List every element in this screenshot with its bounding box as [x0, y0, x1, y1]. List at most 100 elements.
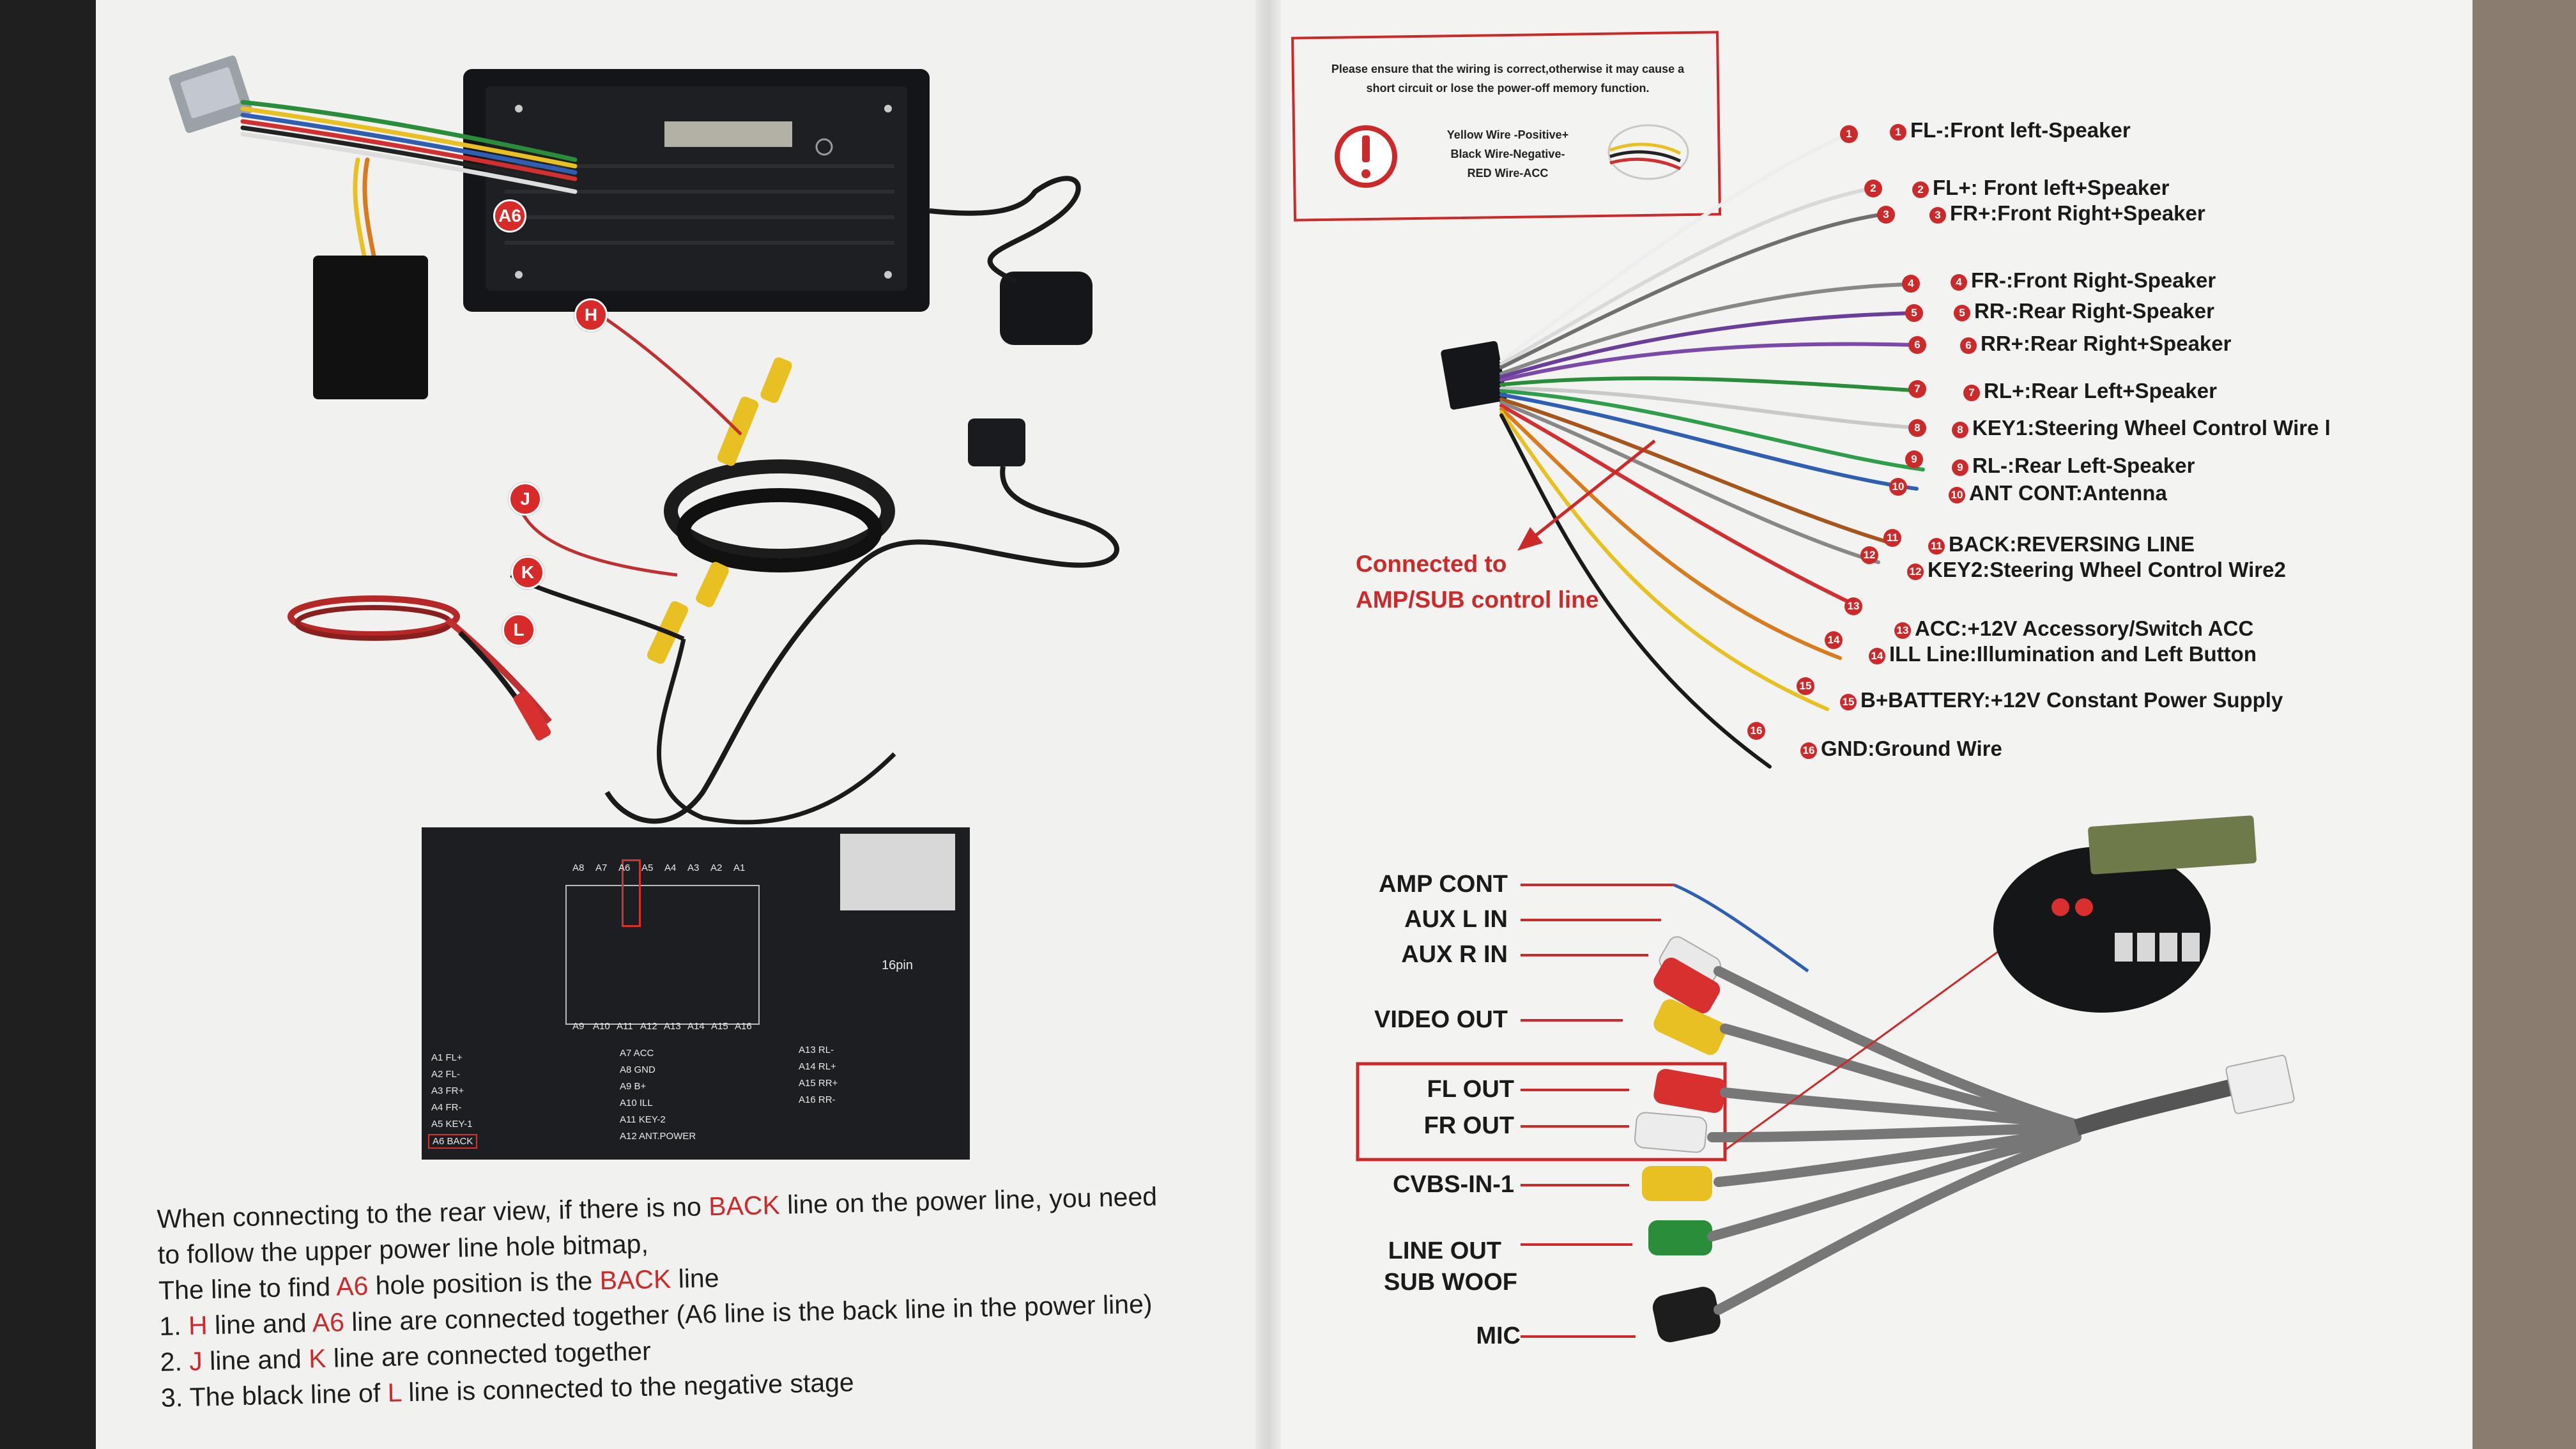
legend-label: GND:Ground Wire [1821, 737, 2002, 760]
legend-number: 16 [1800, 742, 1817, 759]
warning-yellow: Yellow Wire -Positive+ [1446, 128, 1569, 141]
connector-photo [840, 834, 955, 910]
legend-label: BACK:REVERSING LINE [1949, 532, 2195, 556]
legend-label: ANT CONT:Antenna [1969, 481, 2167, 505]
legend-number: 12 [1907, 564, 1924, 580]
pin-list-a15: A15 RR+ [799, 1078, 838, 1089]
pin-bottom-6: A15 [711, 1021, 728, 1032]
callout-h: H [574, 298, 608, 332]
legend-label: FL+: Front left+Speaker [1933, 176, 2170, 199]
instructions: When connecting to the rear view, if the… [157, 1176, 1247, 1415]
wire-end-num: 2 [1864, 180, 1882, 197]
legend-number: 13 [1894, 622, 1911, 639]
text-segment: line and [207, 1308, 313, 1340]
pin-list-a9: A9 B+ [620, 1081, 647, 1092]
pin-grid-outline [565, 885, 760, 1025]
legend-number: 2 [1912, 181, 1929, 198]
legend-label: RR-:Rear Right-Speaker [1974, 299, 2214, 323]
legend-number: 6 [1960, 337, 1977, 354]
pin-top-1: A7 [595, 862, 608, 873]
pin-list-a6: A6 BACK [428, 1134, 478, 1149]
pin-top-7: A1 [733, 862, 746, 873]
legend-number: 3 [1929, 207, 1946, 224]
pin-list-a12: A12 ANT.POWER [620, 1131, 696, 1142]
pin-list-a16: A16 RR- [799, 1094, 836, 1105]
legend-number: 7 [1963, 385, 1980, 401]
text-segment: line are connected together [325, 1336, 652, 1374]
k-keyword: K [308, 1344, 327, 1374]
rca-label-video-out: VIDEO OUT [1374, 1006, 1508, 1033]
legend-number: 10 [1949, 487, 1965, 503]
legend-number: 5 [1954, 305, 1970, 321]
text-segment: 3. The black line of [160, 1377, 388, 1413]
legend-label: ACC:+12V Accessory/Switch ACC [1915, 617, 2254, 640]
pin-diagram: A8 A7 A6 A5 A4 A3 A2 A1 A9 A10 A11 A12 A… [422, 827, 970, 1160]
a6-keyword: A6 [312, 1307, 345, 1338]
right-page [1265, 0, 2479, 1449]
rca-label-line-out: LINE OUT [1388, 1238, 1501, 1264]
wire-end-num: 6 [1908, 336, 1926, 354]
pin-list-a2: A2 FL- [431, 1069, 461, 1080]
amp-sub-note: Connected to AMP/SUB control line [1356, 546, 1598, 618]
pin-list-a13: A13 RL- [799, 1045, 834, 1055]
callout-k: K [511, 556, 544, 589]
text-segment: line and [202, 1344, 309, 1376]
rca-label-cvbs-in-1: CVBS-IN-1 [1392, 1171, 1514, 1198]
legend-number: 4 [1951, 274, 1967, 291]
pin-list-a10: A10 ILL [620, 1098, 653, 1108]
amp-board [1993, 847, 2211, 1013]
rca-label-aux-l-in: AUX L IN [1404, 906, 1508, 933]
pin-top-4: A4 [664, 862, 677, 873]
pin-list-a4: A4 FR- [431, 1102, 462, 1113]
legend-number: 14 [1869, 648, 1885, 664]
callout-l: L [502, 613, 535, 647]
warning-box [1291, 31, 1721, 222]
pin-bottom-1: A10 [593, 1021, 610, 1032]
pin-bottom-7: A16 [735, 1021, 752, 1032]
warning-red: RED Wire-ACC [1467, 167, 1549, 180]
amp-note-line-1: Connected to [1356, 551, 1507, 577]
wire-end-num: 11 [1883, 529, 1901, 547]
legend-label: FL-:Front left-Speaker [1910, 118, 2131, 142]
wire-end-num: 7 [1908, 380, 1926, 398]
pin-bottom-4: A13 [664, 1021, 681, 1032]
wire-end-num: 16 [1747, 722, 1765, 740]
pin-bottom-3: A12 [640, 1021, 657, 1032]
l-keyword: L [387, 1377, 402, 1407]
back-keyword: BACK [708, 1190, 781, 1222]
text-segment: line [670, 1263, 719, 1294]
pin-list-a1: A1 FL+ [431, 1052, 463, 1063]
callout-a6: A6 [493, 199, 526, 233]
a6-keyword: A6 [335, 1271, 369, 1301]
pin-top-5: A3 [687, 862, 700, 873]
text-segment: 2. [160, 1346, 190, 1377]
pin-top-0: A8 [572, 862, 585, 873]
legend-label: RL+:Rear Left+Speaker [1984, 379, 2217, 402]
text-segment: hole position is the [367, 1266, 601, 1301]
pin-top-2: A6 [618, 862, 631, 873]
rca-label-fl-out: FL OUT [1427, 1076, 1514, 1103]
pin-list-a8: A8 GND [620, 1064, 656, 1075]
connector-label: 16pin [882, 958, 913, 972]
h-keyword: H [188, 1310, 208, 1340]
legend-label: RL-:Rear Left-Speaker [1972, 454, 2195, 477]
a6-highlight [622, 859, 641, 927]
rca-label-mic: MIC [1476, 1322, 1521, 1349]
legend-number: 15 [1840, 694, 1857, 710]
legend-number: 9 [1952, 459, 1968, 476]
wire-end-num: 15 [1797, 677, 1814, 695]
j-keyword: J [188, 1346, 203, 1376]
amp-note-line-2: AMP/SUB control line [1356, 586, 1599, 613]
rca-label-aux-r-in: AUX R IN [1401, 941, 1508, 968]
